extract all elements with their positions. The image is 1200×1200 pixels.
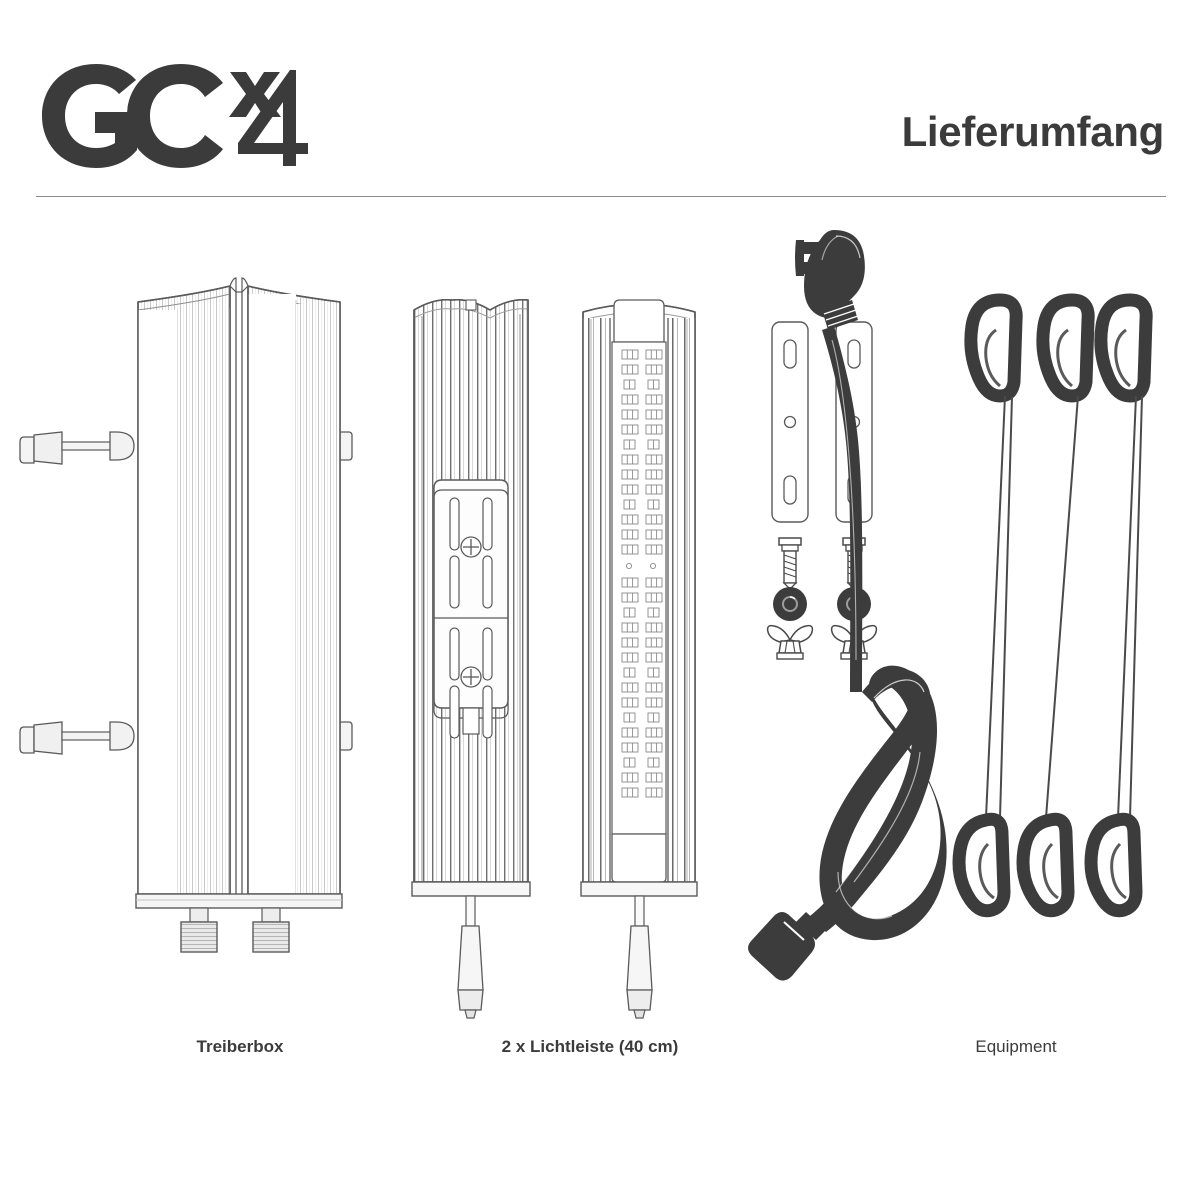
light-bar-rear-view bbox=[411, 298, 531, 1019]
gcx4-logo bbox=[38, 60, 308, 170]
light-bar-front-view bbox=[580, 299, 698, 1019]
header-divider bbox=[36, 196, 1166, 197]
rope-hanger-set-1 bbox=[952, 293, 1023, 918]
mounting-plate-left bbox=[771, 321, 809, 523]
rope-hanger-set-2 bbox=[1016, 293, 1095, 918]
driver-box-group bbox=[19, 277, 353, 953]
light-bar-cable-connector-right bbox=[626, 895, 653, 1019]
page-title: Lieferumfang bbox=[901, 108, 1165, 155]
machine-screw-left bbox=[778, 537, 802, 590]
driver-box-right-half bbox=[247, 285, 341, 895]
washer-left bbox=[773, 587, 807, 621]
light-bar-mounting-bracket bbox=[433, 479, 509, 739]
power-cable bbox=[748, 230, 947, 983]
driver-box-output-port-left bbox=[180, 907, 218, 953]
driver-box-center-seam bbox=[229, 277, 249, 894]
light-bar-bracket-screw-top bbox=[460, 536, 482, 558]
wing-nut-left bbox=[766, 624, 814, 660]
driver-box-left-half bbox=[137, 285, 231, 895]
caption-lichtleiste: 2 x Lichtleiste (40 cm) bbox=[501, 1037, 679, 1056]
parts-diagram bbox=[0, 200, 1200, 1100]
driver-box-input-connector-bottom bbox=[19, 721, 135, 755]
caption-equipment: Equipment bbox=[975, 1037, 1057, 1056]
light-bar-bracket-screw-bottom bbox=[460, 666, 482, 688]
driver-box-input-connector-top bbox=[19, 431, 135, 465]
light-bar-cable-connector-left bbox=[457, 895, 484, 1019]
led-array bbox=[621, 349, 663, 798]
page-header: Lieferumfang bbox=[0, 0, 1200, 200]
caption-treiberbox: Treiberbox bbox=[196, 1037, 284, 1056]
driver-box-output-port-right bbox=[252, 907, 290, 953]
rope-hanger-set-3 bbox=[1084, 293, 1153, 918]
